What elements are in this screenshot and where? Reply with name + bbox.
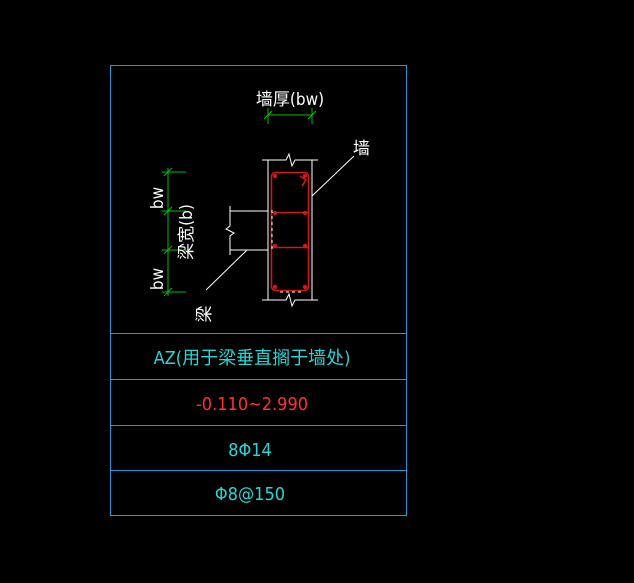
wall-thickness-label: 墙厚(bw): [256, 90, 324, 110]
outer-stirrup: [270, 171, 310, 292]
rebar-dot: [272, 284, 278, 290]
stirrup-hook: [299, 175, 308, 187]
stirrup-spec-label: Φ8@150: [215, 484, 285, 505]
beam-width-label: 梁宽(b): [177, 204, 197, 260]
beam-break: [225, 206, 235, 255]
rebar-bars: [272, 173, 308, 290]
wall-outline: [262, 152, 318, 308]
wall-thickness-dimension: [263, 108, 317, 124]
rebar-dot: [302, 284, 308, 290]
wall-leader-line: [311, 155, 355, 197]
bw-top-label: bw: [148, 187, 168, 209]
wall-label: 墙: [353, 139, 370, 159]
rebar-dot: [302, 210, 308, 216]
bw-bottom-label: bw: [148, 268, 168, 290]
elevation-range-label: -0.110~2.990: [196, 394, 308, 415]
detail-frame: [110, 65, 407, 516]
wall-break-top: [262, 152, 318, 168]
rebar-dot: [272, 210, 278, 216]
rebar-dot: [302, 243, 308, 249]
beam-leader-line: [205, 249, 248, 291]
rebar-cage: [270, 171, 310, 292]
dashed-links: [271, 210, 304, 293]
rebar-dot: [272, 173, 278, 179]
beam-dimension-chain: [162, 167, 186, 297]
rebar-dot: [272, 243, 278, 249]
beam-label: 梁: [195, 306, 215, 323]
beam-outline: [225, 206, 268, 255]
frame-border: [110, 65, 407, 516]
longitudinal-rebar-label: 8Φ14: [228, 440, 272, 461]
wall-break-bottom: [262, 292, 318, 308]
rebar-dot: [302, 173, 308, 179]
column-type-label: AZ(用于梁垂直搁于墙处): [154, 348, 351, 369]
